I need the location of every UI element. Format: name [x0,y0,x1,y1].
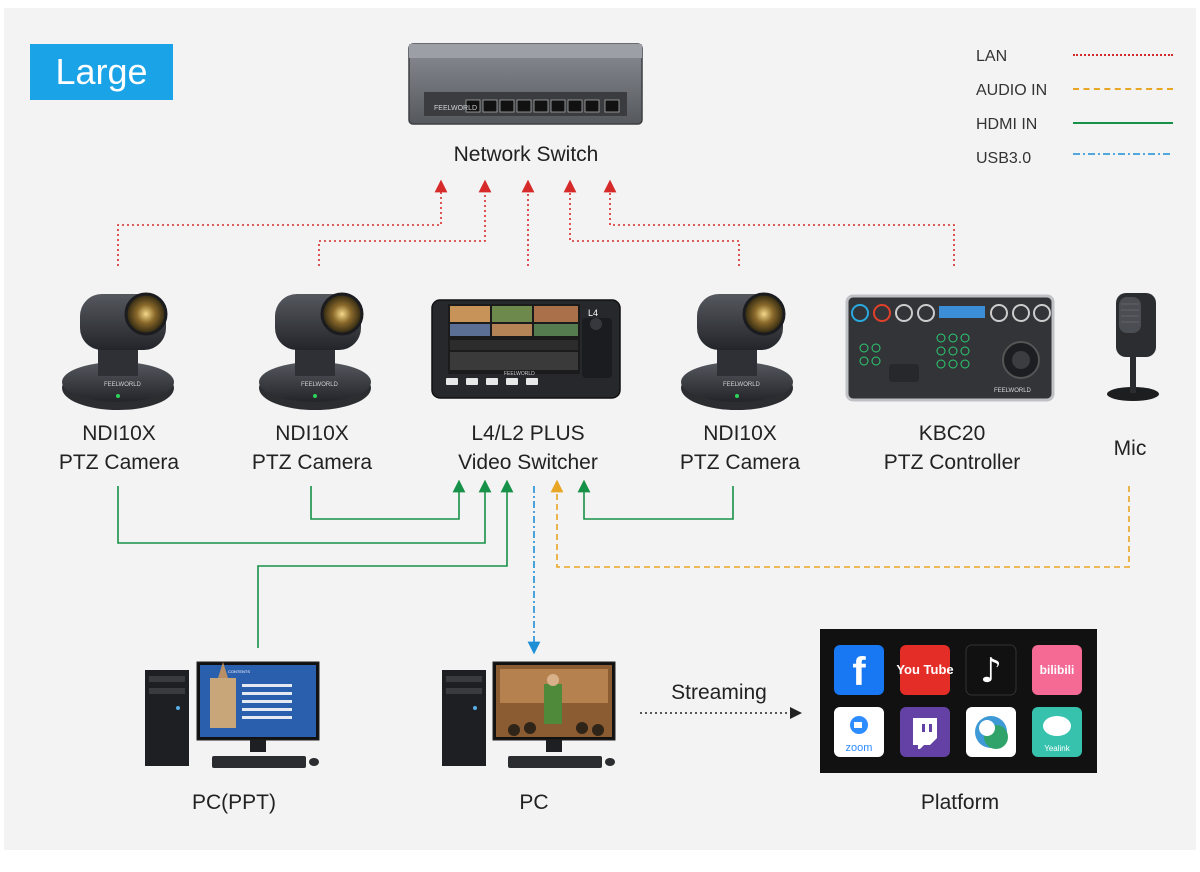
camera-3-device: FEELWORLD [681,292,793,410]
hdmi-links [117,479,734,648]
ptz-controller-label: KBC20 PTZ Controller [862,419,1042,477]
connection-diagram: FEELWORLD FEELWORLD FEELWORLD [62,43,1159,773]
facebook-icon: f [834,645,884,695]
lan-links [117,179,955,266]
camera-2-device: FEELWORLD [259,292,371,410]
svg-text:FEELWORLD: FEELWORLD [434,105,477,112]
legend-hdmi-line [1073,122,1173,124]
audio-link [550,479,1130,568]
zoom-icon: zoom [834,707,884,757]
video-switcher-model: L4/L2 PLUS [471,422,585,445]
svg-text:♪: ♪ [980,651,1002,691]
pc-ppt-device: CONTENTS [145,661,320,768]
camera-2-model: NDI10X [275,422,349,445]
yealink-icon: Yealink [1032,707,1082,757]
legend-lan-label: LAN [976,48,1008,65]
platform-label: Platform [920,791,1000,814]
svg-text:FEELWORLD: FEELWORLD [504,371,535,377]
bilibili-icon: bilibili [1032,645,1082,695]
video-switcher-device: L4 FEELWORLD [431,299,621,399]
camera-2-label: NDI10X PTZ Camera [227,419,397,477]
camera-3-type: PTZ Camera [679,451,801,474]
legend-hdmi-label: HDMI IN [976,116,1038,133]
camera-1-label: NDI10X PTZ Camera [34,419,204,477]
streaming-label: Streaming [671,681,767,704]
legend-audio-label: AUDIO IN [976,82,1048,99]
svg-text:bilibili: bilibili [1040,663,1075,677]
svg-text:zoom: zoom [846,742,873,754]
mic-label: Mic [1113,437,1147,460]
svg-text:CONTENTS: CONTENTS [228,669,250,674]
ptz-controller-type: PTZ Controller [883,451,1021,474]
svg-text:f: f [852,650,866,694]
legend-usb-line [1073,153,1173,155]
svg-text:You Tube: You Tube [896,662,953,677]
camera-2-type: PTZ Camera [251,451,373,474]
camera-3-model: NDI10X [703,422,777,445]
camera-1-type: PTZ Camera [58,451,180,474]
pc-label: PC [519,791,549,814]
camera-3-label: NDI10X PTZ Camera [655,419,825,477]
camera-1-device: FEELWORLD [62,292,174,410]
svg-text:FEELWORLD: FEELWORLD [994,388,1032,394]
svg-text:FEELWORLD: FEELWORLD [301,382,339,388]
diagram-canvas: Large LAN AUDIO IN HDMI IN USB3.0 [4,8,1196,850]
twitch-icon [900,707,950,757]
video-switcher-label: L4/L2 PLUS Video Switcher [438,419,618,477]
legend-lan-line [1073,54,1173,56]
svg-text:FEELWORLD: FEELWORLD [104,382,142,388]
svg-text:FEELWORLD: FEELWORLD [723,382,761,388]
tiktok-icon: ♪ [965,644,1017,696]
video-switcher-type: Video Switcher [458,451,598,474]
ptz-controller-device: FEELWORLD [845,294,1055,402]
streaming-app-icon [966,707,1016,757]
pc-ppt-label: PC(PPT) [192,791,276,814]
youtube-icon: You Tube [896,645,954,695]
svg-text:L4: L4 [588,308,598,318]
platform-panel: f You Tube ♪ bilibili zoom [820,629,1097,773]
camera-1-model: NDI10X [82,422,156,445]
ptz-controller-model: KBC20 [918,422,986,445]
pc-device [442,661,616,768]
size-badge: Large [30,44,173,100]
mic-device [1107,293,1159,401]
legend-usb-label: USB3.0 [976,150,1032,167]
network-switch-label: Network Switch [453,143,599,166]
legend-audio-line [1073,88,1173,90]
network-switch-device: FEELWORLD [408,43,643,125]
svg-text:Yealink: Yealink [1044,744,1071,753]
